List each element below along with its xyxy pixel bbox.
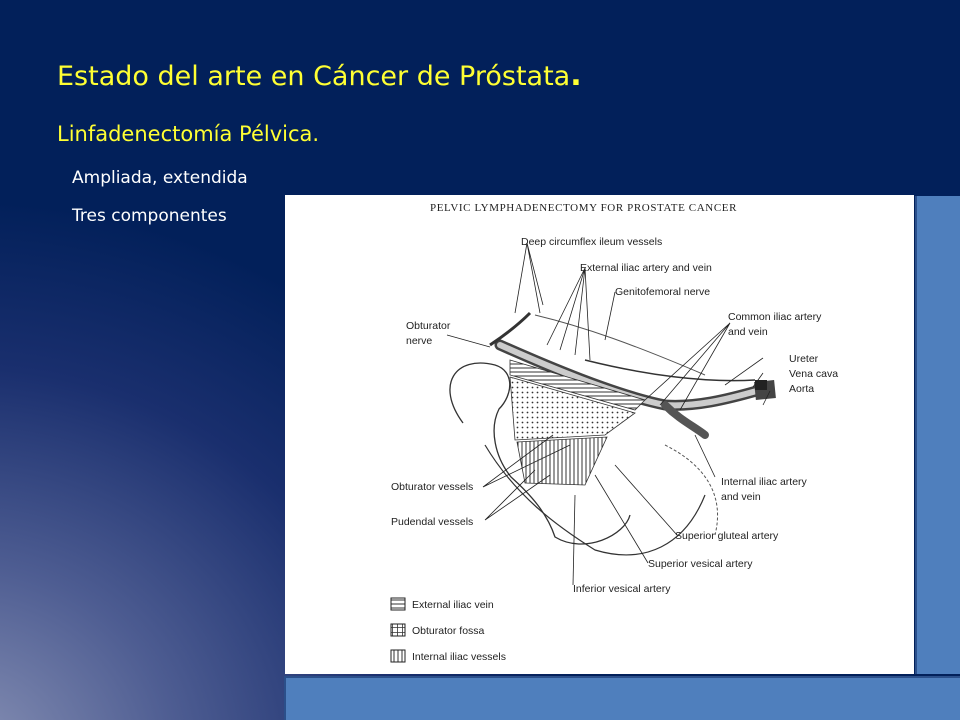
nerve-genitofemoral — [534, 314, 706, 376]
label-internal-iliac-2: and vein — [721, 491, 761, 503]
bullet-item: Tres componentes — [72, 206, 227, 226]
label-pudendal: Pudendal vessels — [391, 516, 473, 528]
anatomy-diagram: PELVIC LYMPHADENECTOMY FOR PROSTATE CANC… — [390, 202, 838, 663]
label-superior-vesical: Superior vesical artery — [648, 558, 753, 570]
label-ureter: Ureter — [789, 353, 819, 365]
nerve-obturator — [489, 311, 532, 347]
leader-lines — [446, 242, 771, 586]
figure-legend: External iliac vein Obturator fossa Inte… — [390, 597, 506, 663]
legend-label: Obturator fossa — [412, 625, 485, 637]
vessel-internal-iliac — [661, 401, 709, 439]
label-deep-circumflex: Deep circumflex ileum vessels — [521, 236, 662, 248]
legend-swatch-obturator-fossa — [390, 623, 406, 637]
vessel-external-iliac-lumen — [497, 342, 763, 409]
title-text: Estado del arte en Cáncer de Próstata — [57, 61, 571, 92]
label-external-iliac: External iliac artery and vein — [580, 262, 712, 274]
slide-title: Estado del arte en Cáncer de Próstata. — [57, 58, 582, 93]
label-common-iliac-2: and vein — [728, 326, 768, 338]
label-obturator-vessels: Obturator vessels — [391, 481, 473, 493]
label-inferior-vesical: Inferior vesical artery — [573, 583, 671, 595]
pelvic-floor — [484, 444, 706, 556]
label-vena-cava: Vena cava — [789, 368, 838, 380]
label-genitofemoral: Genitofemoral nerve — [615, 286, 710, 298]
label-superior-gluteal: Superior gluteal artery — [675, 530, 779, 542]
label-obturator-nerve-1: Obturator — [406, 320, 451, 332]
legend-label: External iliac vein — [412, 599, 494, 611]
slide-subtitle: Linfadenectomía Pélvica. — [57, 122, 320, 146]
region-internal-iliac — [516, 436, 608, 486]
legend-label: Internal iliac vessels — [412, 651, 506, 663]
ureter — [584, 359, 756, 382]
bullet-item: Ampliada, extendida — [72, 168, 248, 188]
title-dot: . — [570, 58, 582, 93]
figure-title: PELVIC LYMPHADENECTOMY FOR PROSTATE CANC… — [430, 202, 737, 214]
pelvic-bone — [449, 362, 631, 545]
region-external-iliac-vein — [509, 359, 646, 411]
anatomy-figure: PELVIC LYMPHADENECTOMY FOR PROSTATE CANC… — [285, 195, 914, 674]
label-common-iliac-1: Common iliac artery — [728, 311, 822, 323]
legend-swatch-external-iliac — [390, 597, 406, 611]
label-internal-iliac-1: Internal iliac artery — [721, 476, 808, 488]
legend-swatch-internal-iliac — [390, 649, 406, 663]
accent-block-right — [915, 196, 960, 674]
accent-block-bottom — [284, 676, 960, 720]
region-obturator-fossa — [509, 376, 636, 441]
label-obturator-nerve-2: nerve — [406, 335, 432, 347]
label-aorta: Aorta — [789, 383, 814, 395]
